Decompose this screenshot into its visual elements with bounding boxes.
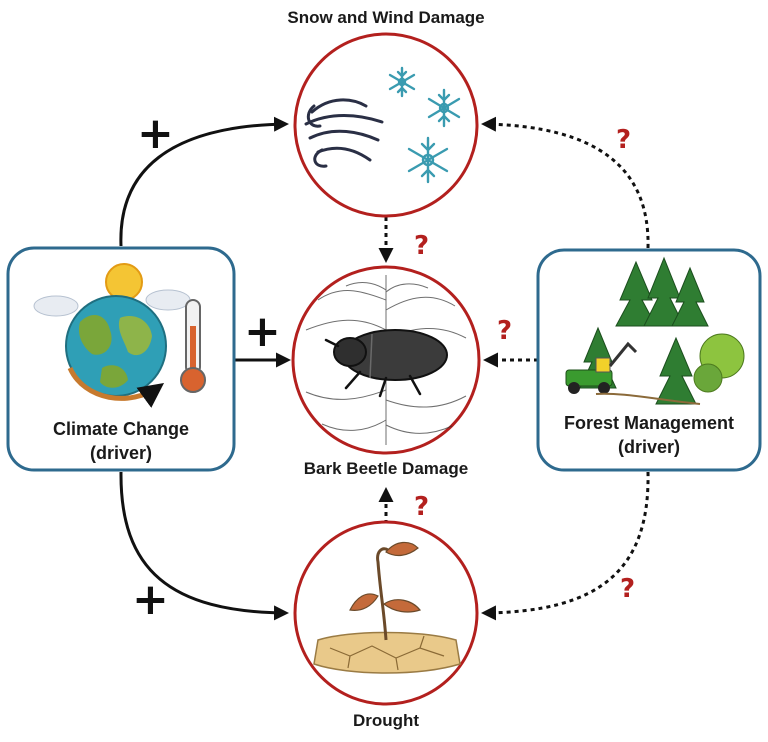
edge-forest-to-drought (481, 471, 650, 621)
climate-change-label: Climate Change (52, 419, 190, 439)
node-snow-wind (293, 32, 479, 218)
node-forest-management (536, 248, 762, 472)
sign-climate-bark-beetle: + (244, 306, 281, 357)
forest-management-sublabel: (driver) (617, 437, 680, 457)
globe-sun-thermometer-icon (33, 263, 206, 408)
sign-forest-bark-beetle: ? (497, 316, 513, 346)
bark-beetle-label: Bark Beetle Damage (303, 459, 469, 478)
sign-drought-bark-beetle: ? (414, 492, 430, 522)
node-climate-change (6, 246, 236, 472)
edge-climate-to-drought (119, 471, 289, 621)
sign-climate-drought: + (132, 574, 169, 625)
edge-climate-to-snow-wind (119, 116, 289, 247)
node-bark-beetle (291, 265, 481, 455)
node-drought (293, 520, 479, 706)
drought-label: Drought (352, 711, 420, 730)
trees-and-harvester-icon (565, 256, 745, 405)
sign-forest-drought: ? (620, 574, 636, 604)
wind-and-snowflakes-icon (304, 66, 461, 184)
edge-forest-to-snow-wind (481, 116, 650, 249)
sign-snow-wind-bark-beetle: ? (414, 231, 430, 261)
climate-change-sublabel: (driver) (89, 443, 152, 463)
sign-forest-snow-wind: ? (616, 125, 632, 155)
bark-beetle-icon (305, 275, 467, 445)
dry-plant-cracked-soil-icon (313, 541, 461, 674)
sign-climate-snow-wind: + (137, 108, 174, 159)
snow-wind-label: Snow and Wind Damage (287, 8, 485, 27)
forest-management-label: Forest Management (563, 413, 735, 433)
